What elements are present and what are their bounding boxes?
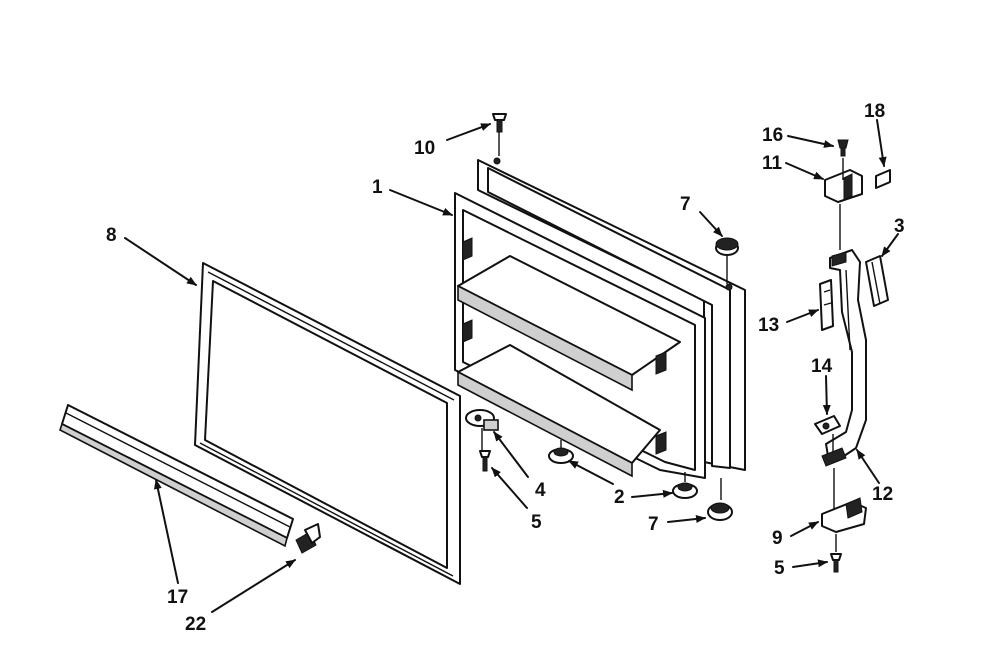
callout-7-bottom: 7 <box>648 514 659 535</box>
callout-10: 10 <box>414 138 435 159</box>
trim-end-cap <box>295 523 321 554</box>
callout-4: 4 <box>535 480 546 501</box>
callout-18: 18 <box>864 101 885 122</box>
door-trim-strip <box>59 404 294 548</box>
leader-arrows <box>124 119 899 613</box>
callout-1: 1 <box>372 177 383 198</box>
callout-22: 22 <box>185 614 206 635</box>
callout-17: 17 <box>167 587 188 608</box>
bushing-right <box>672 482 698 499</box>
callout-12: 12 <box>872 484 893 505</box>
callout-2: 2 <box>614 487 625 508</box>
bottom-hinge-9 <box>821 497 867 533</box>
screw-right-5 <box>830 553 842 573</box>
spacer-14 <box>814 415 841 435</box>
door-handle-12 <box>821 249 867 467</box>
door-gasket <box>194 262 461 585</box>
plug-top <box>715 237 739 256</box>
callout-7-top: 7 <box>680 194 691 215</box>
callout-5-right: 5 <box>774 558 785 579</box>
top-hinge-11 <box>824 169 863 203</box>
screw-left <box>479 450 491 472</box>
callout-13: 13 <box>758 315 779 336</box>
screw-16 <box>837 139 849 157</box>
callout-9: 9 <box>772 528 783 549</box>
callout-11: 11 <box>762 153 783 174</box>
callout-14: 14 <box>811 356 833 377</box>
callout-labels: 1 10 7 8 4 5 2 7 16 11 18 3 13 14 12 9 5… <box>106 101 905 635</box>
inner-door-liner <box>454 157 746 479</box>
alignment-lines <box>481 132 844 552</box>
bushing-left <box>548 447 574 464</box>
callout-5-left: 5 <box>531 512 542 533</box>
callout-3: 3 <box>894 216 905 237</box>
shim-13 <box>819 279 834 331</box>
plug-bottom <box>707 502 733 521</box>
callout-16: 16 <box>762 125 783 146</box>
screw-top <box>492 113 507 133</box>
callout-8: 8 <box>106 225 117 246</box>
hinge-pin-18 <box>875 169 891 189</box>
hinge-spacer <box>465 409 499 431</box>
hinge-cover-3 <box>865 255 889 307</box>
